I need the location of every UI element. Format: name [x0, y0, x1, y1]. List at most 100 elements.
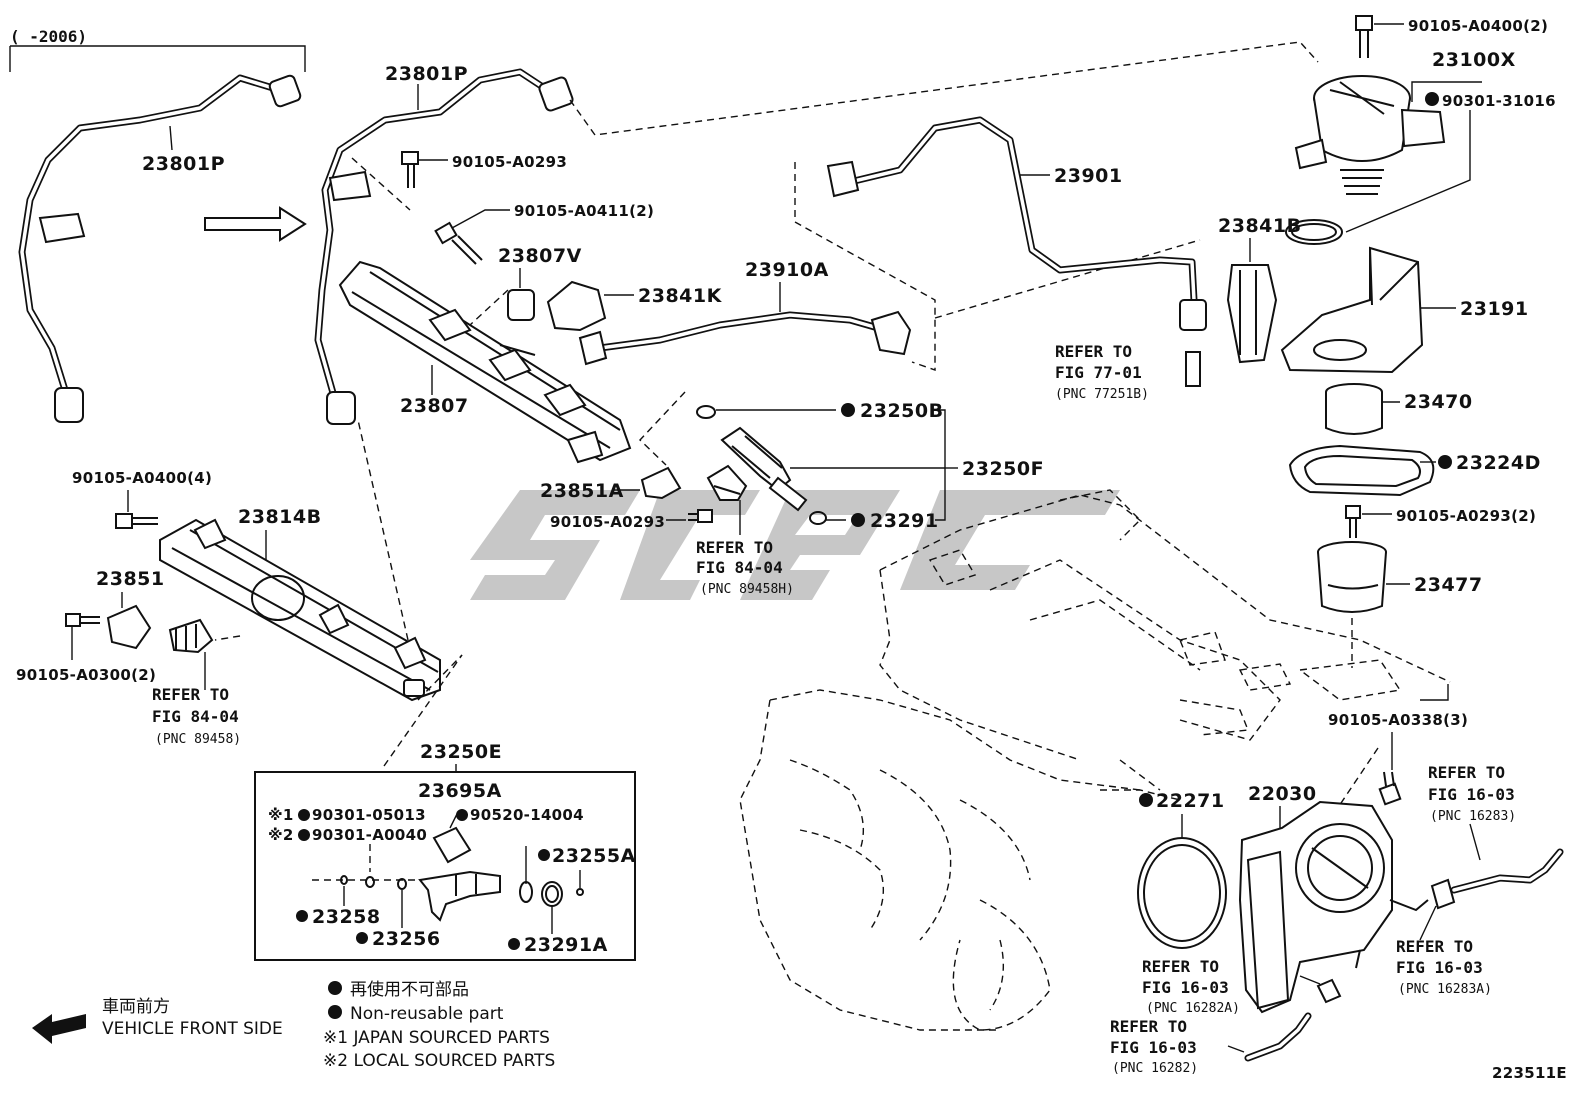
filled-circle-icon	[508, 938, 520, 950]
fuel-pipe-old	[18, 74, 302, 423]
leader	[1411, 81, 1482, 102]
ref-fig16c-line1: REFER TO	[1142, 957, 1219, 976]
fuel-hose-23910a	[578, 310, 912, 366]
front-label-en: VEHICLE FRONT SIDE	[102, 1019, 283, 1039]
leader	[449, 811, 459, 829]
hose-clamp	[1316, 978, 1342, 1004]
fuel-hose-23901	[826, 116, 1207, 331]
filled-circle-icon	[328, 981, 342, 995]
label-90105-a0300: 90105-A0300(2)	[16, 666, 156, 684]
fuel-pipe	[314, 68, 574, 425]
ref-fig84a-line2: FIG 84-04	[696, 558, 783, 577]
filled-circle-icon	[1139, 793, 1153, 807]
ref-fig16b-line2: FIG 16-03	[1396, 958, 1483, 977]
filled-circle-icon	[298, 829, 310, 841]
label-90105-a0400-2: 90105-A0400(2)	[1408, 17, 1548, 35]
filled-circle-icon	[356, 932, 368, 944]
filled-circle-icon	[296, 910, 308, 922]
o-ring-90301	[519, 881, 533, 903]
o-ring-small	[365, 876, 375, 888]
label-23807: 23807	[400, 395, 469, 417]
label-90105-a0338: 90105-A0338(3)	[1328, 711, 1468, 729]
cover-23851	[106, 604, 152, 650]
leader	[1469, 823, 1481, 861]
lifter-23470	[1325, 383, 1383, 435]
filled-circle-icon	[1438, 455, 1452, 469]
gasket-22271	[1137, 837, 1227, 949]
spacer-23807v	[507, 289, 535, 321]
leader	[1419, 905, 1437, 941]
ref-fig84a-pnc: (PNC 89458H)	[700, 582, 794, 597]
label-23470: 23470	[1404, 391, 1473, 413]
ref-fig84b-line2: FIG 84-04	[152, 707, 239, 726]
ref-fig77-line1: REFER TO	[1055, 342, 1132, 361]
label-23256: 23256	[372, 928, 441, 950]
pump-bracket-23191	[1280, 246, 1424, 374]
leader	[1334, 747, 1379, 813]
fuel-delivery-pipe	[338, 260, 632, 464]
o-ring-pump	[1285, 219, 1343, 245]
gasket-23224d-inner	[1303, 454, 1421, 488]
clamp-23841b-detail	[1239, 270, 1257, 355]
gasket-22271-inner	[1143, 844, 1221, 942]
leader	[351, 157, 411, 211]
insulator-23841k	[546, 280, 607, 332]
ref-fig77-pnc: (PNC 77251B)	[1055, 387, 1149, 402]
bolt-a0300	[65, 613, 100, 627]
label-90520-14004: 90520-14004	[470, 806, 584, 824]
seal-23291a-inner	[545, 885, 559, 903]
leader	[569, 41, 1319, 136]
label-23801p-old: 23801P	[142, 153, 225, 175]
o-ring-pump-inner	[1291, 223, 1337, 241]
leader	[451, 209, 510, 229]
label-23100x: 23100X	[1432, 49, 1516, 71]
arrow-right-icon	[204, 206, 307, 242]
leader	[469, 289, 509, 326]
label-23910a: 23910A	[745, 259, 829, 281]
ref-fig84a-line1: REFER TO	[696, 538, 773, 557]
bolt-a0411	[434, 221, 483, 265]
mark-local: ※2	[268, 826, 294, 844]
bolt-a0400-4	[115, 513, 158, 529]
legend-local-sourced: ※2 LOCAL SOURCED PARTS	[323, 1051, 555, 1071]
drawing-id: 223511E	[1492, 1064, 1567, 1082]
filled-circle-icon	[456, 809, 468, 821]
label-90105-a0293-top: 90105-A0293	[452, 153, 567, 171]
label-23191: 23191	[1460, 298, 1529, 320]
leader	[383, 654, 463, 767]
ref-fig77-line2: FIG 77-01	[1055, 363, 1142, 382]
label-90105-a0293-2: 90105-A0293(2)	[1396, 507, 1536, 525]
label-23851: 23851	[96, 568, 165, 590]
throttle-body-22030	[1238, 800, 1429, 1014]
label-23841k: 23841K	[638, 285, 723, 307]
clamp-23841b	[1226, 264, 1278, 364]
label-90301-31016: 90301-31016	[1442, 92, 1556, 110]
label-22030: 22030	[1248, 783, 1317, 805]
injector-kit-box	[254, 771, 636, 961]
ref-fig16c-line2: FIG 16-03	[1142, 978, 1229, 997]
label-90105-a0411: 90105-A0411(2)	[514, 202, 654, 220]
leader	[1227, 1045, 1245, 1053]
label-23255a: 23255A	[552, 845, 636, 867]
label-23291a: 23291A	[524, 934, 608, 956]
ref-fig16a-pnc: (PNC 16283)	[1430, 809, 1516, 824]
label-23851a: 23851A	[540, 480, 624, 502]
ref-fig16d-line2: FIG 16-03	[1110, 1038, 1197, 1057]
front-label-jp: 車両前方	[102, 997, 170, 1017]
label-23807v: 23807V	[498, 245, 582, 267]
ref-fig84b-pnc: (PNC 89458)	[155, 732, 241, 747]
o-ring-23250b	[696, 405, 716, 419]
legend-japan-sourced: ※1 JAPAN SOURCED PARTS	[323, 1028, 550, 1048]
filled-circle-icon	[328, 1005, 342, 1019]
filled-circle-icon	[538, 849, 550, 861]
date-range-bracket	[9, 45, 306, 72]
bolt-a0293-top	[401, 151, 419, 188]
mark-japan: ※1	[268, 806, 294, 824]
ref-fig16c-pnc: (PNC 16282A)	[1146, 1001, 1240, 1016]
label-23258: 23258	[312, 906, 381, 928]
label-90301-05013: 90301-05013	[312, 806, 426, 824]
pipe-stub	[1185, 351, 1201, 387]
bolt-a0400-2	[1355, 15, 1373, 58]
leader	[934, 239, 1201, 319]
